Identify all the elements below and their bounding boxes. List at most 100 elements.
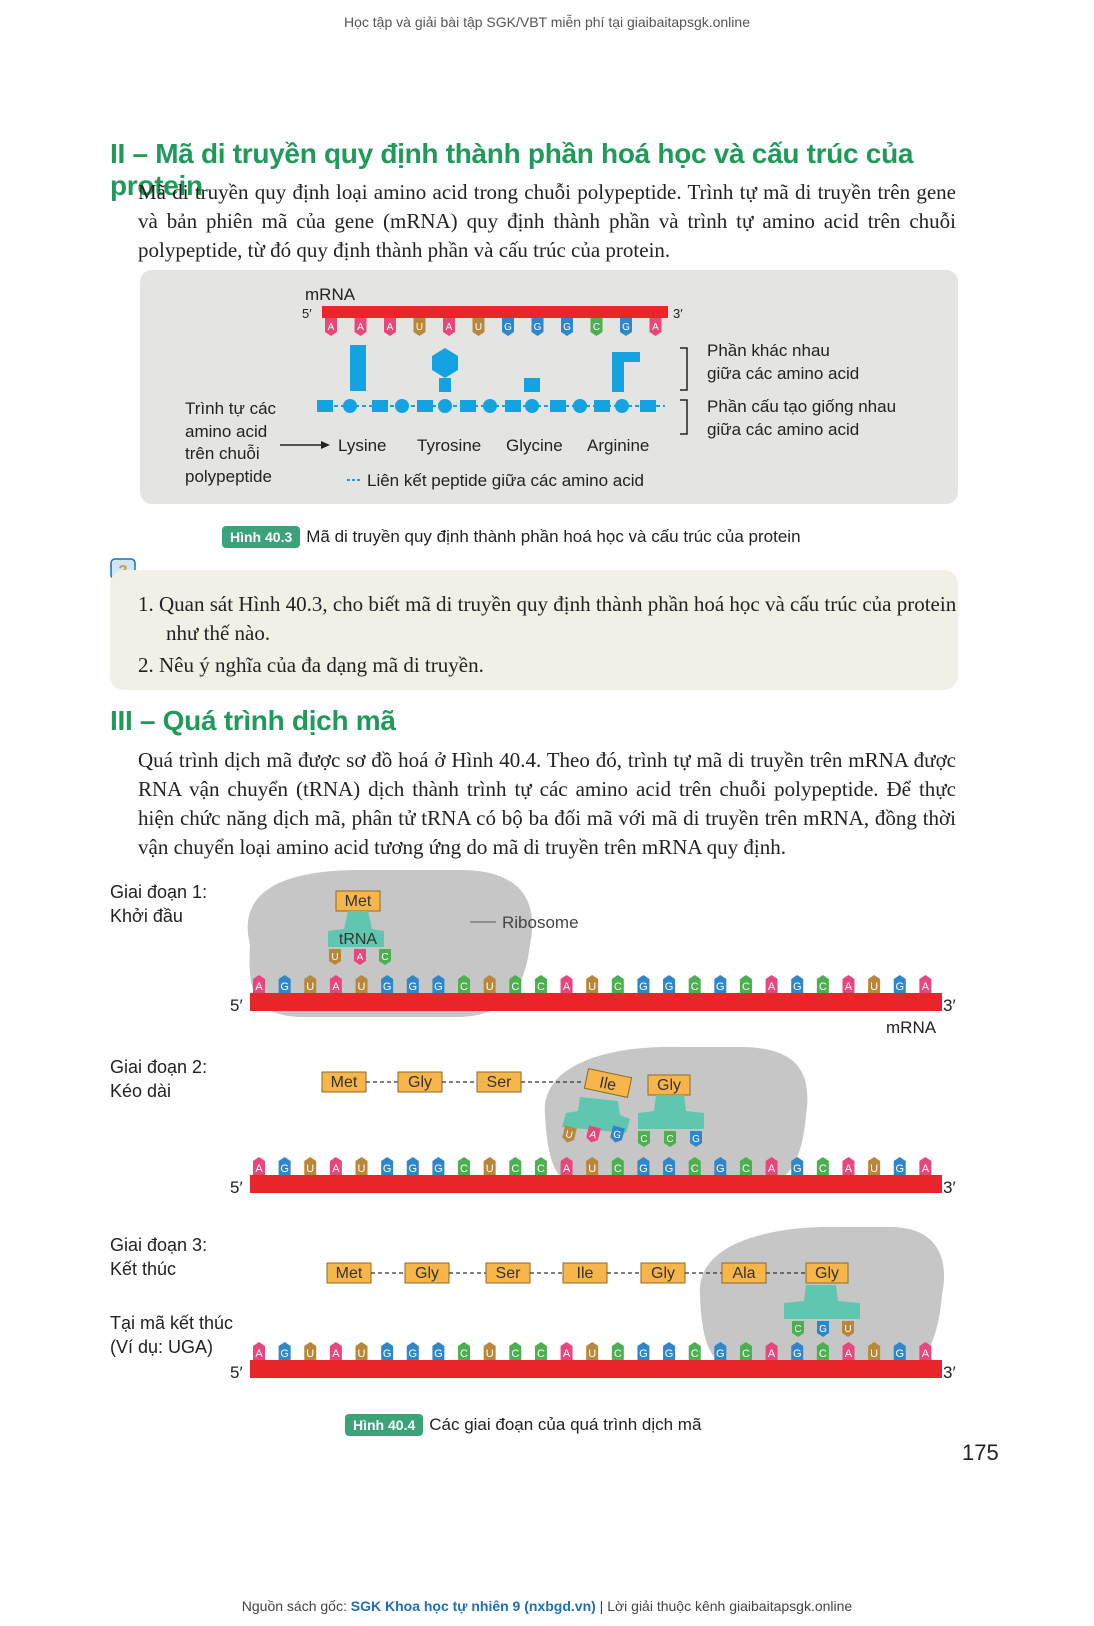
base-a: A	[842, 1342, 855, 1360]
svg-text:A: A	[446, 322, 453, 333]
backbone-unit	[317, 400, 333, 412]
svg-text:tRNA: tRNA	[339, 931, 378, 948]
base-c: C	[611, 1157, 624, 1175]
five-prime-label: 5′	[302, 306, 312, 321]
base-a: A	[329, 1157, 342, 1175]
svg-text:Phần cấu tạo giống nhau: Phần cấu tạo giống nhau	[707, 397, 896, 416]
base-c: C	[509, 975, 522, 993]
arginine-side-stem	[612, 352, 624, 392]
anticodon-base-g: G	[610, 1125, 625, 1143]
aa-lysine: Lysine	[338, 436, 387, 455]
amino-acid-box: Met	[326, 1262, 372, 1284]
caption-text: Mã di truyền quy định thành phần hoá học…	[306, 527, 801, 546]
section-3-paragraph: Quá trình dịch mã được sơ đồ hoá ở Hình …	[138, 748, 956, 859]
svg-text:Ser: Ser	[496, 1265, 522, 1282]
caption-text: Các giai đoạn của quá trình dịch mã	[429, 1415, 702, 1434]
base-g: G	[791, 1157, 804, 1175]
svg-text:G: G	[280, 1163, 289, 1175]
svg-text:G: G	[280, 1348, 289, 1360]
svg-text:Ser: Ser	[487, 1074, 513, 1091]
base-g: G	[714, 1342, 727, 1360]
figure-40-4-caption: Hình 40.4 Các giai đoạn của quá trình dịc…	[345, 1414, 845, 1436]
svg-text:C: C	[742, 1348, 750, 1360]
svg-text:G: G	[793, 981, 802, 993]
base-g: G	[893, 1157, 906, 1175]
base-g: G	[381, 1157, 394, 1175]
svg-text:G: G	[622, 322, 630, 333]
svg-text:U: U	[306, 1163, 314, 1175]
base-u: U	[868, 975, 881, 993]
caption-tag: Hình 40.4	[345, 1414, 424, 1436]
base-a: A	[765, 1342, 778, 1360]
svg-text:Met: Met	[331, 1074, 358, 1091]
base-g: G	[637, 1157, 650, 1175]
svg-text:U: U	[331, 952, 338, 963]
svg-text:G: G	[665, 1348, 674, 1360]
svg-text:C: C	[640, 1134, 647, 1145]
svg-text:G: G	[383, 1348, 392, 1360]
svg-text:C: C	[742, 1163, 750, 1175]
mrna-strand	[250, 1175, 942, 1193]
trna-gly	[638, 1095, 704, 1129]
backbone-unit	[505, 400, 521, 412]
svg-text:U: U	[358, 1348, 366, 1360]
svg-text:C: C	[794, 1324, 801, 1335]
svg-text:U: U	[588, 981, 596, 993]
base-a: A	[560, 975, 573, 993]
mrna-label: mRNA	[305, 285, 356, 304]
svg-text:A: A	[255, 1348, 263, 1360]
base-u: U	[868, 1342, 881, 1360]
base-u: U	[483, 975, 496, 993]
svg-text:A: A	[563, 1348, 571, 1360]
base-g: G	[561, 318, 573, 336]
base-c: C	[458, 1342, 471, 1360]
tyrosine-stem	[439, 378, 451, 392]
base-u: U	[304, 1342, 317, 1360]
svg-text:5′: 5′	[230, 1363, 243, 1382]
svg-text:Trình tự các: Trình tự các	[185, 399, 277, 418]
svg-text:3′: 3′	[943, 1363, 956, 1382]
caption-tag: Hình 40.3	[222, 526, 301, 548]
legend-text: Liên kết peptide giữa các amino acid	[367, 471, 644, 490]
amino-acid-box: Ile	[562, 1262, 608, 1284]
svg-text:C: C	[691, 981, 699, 993]
svg-text:G: G	[639, 1348, 648, 1360]
aa-arginine: Arginine	[587, 436, 649, 455]
ile-box: Ile	[583, 1068, 633, 1098]
glycine-side-chain	[524, 378, 540, 392]
svg-text:C: C	[691, 1348, 699, 1360]
base-c: C	[688, 1342, 701, 1360]
base-c: C	[458, 1157, 471, 1175]
anticodon-base-a: A	[586, 1125, 601, 1143]
svg-text:Phần khác nhau: Phần khác nhau	[707, 341, 830, 360]
base-c: C	[611, 975, 624, 993]
mrna-label-stage-1: mRNA	[886, 1018, 937, 1037]
svg-text:Kết thúc: Kết thúc	[110, 1259, 176, 1279]
svg-text:Tại mã kết thúc: Tại mã kết thúc	[110, 1313, 233, 1333]
anticodon-base-c: C	[638, 1131, 650, 1147]
svg-text:Kéo dài: Kéo dài	[110, 1081, 171, 1101]
base-u: U	[586, 975, 599, 993]
base-u: U	[304, 975, 317, 993]
backbone-unit	[460, 400, 476, 412]
svg-text:A: A	[332, 981, 340, 993]
base-u: U	[586, 1157, 599, 1175]
svg-text:C: C	[614, 1348, 622, 1360]
base-c: C	[739, 975, 752, 993]
base-c: C	[816, 1157, 829, 1175]
svg-text:Giai đoạn 3:: Giai đoạn 3:	[110, 1235, 207, 1255]
three-prime-label: 3′	[673, 306, 683, 321]
svg-text:C: C	[537, 981, 545, 993]
anticodon-base-c: C	[792, 1321, 804, 1337]
svg-text:A: A	[255, 981, 263, 993]
base-a: A	[649, 318, 662, 336]
base-a: A	[560, 1157, 573, 1175]
svg-text:3′: 3′	[943, 996, 956, 1015]
base-a: A	[842, 1157, 855, 1175]
backbone-carbon	[395, 399, 409, 413]
base-a: A	[325, 318, 337, 336]
